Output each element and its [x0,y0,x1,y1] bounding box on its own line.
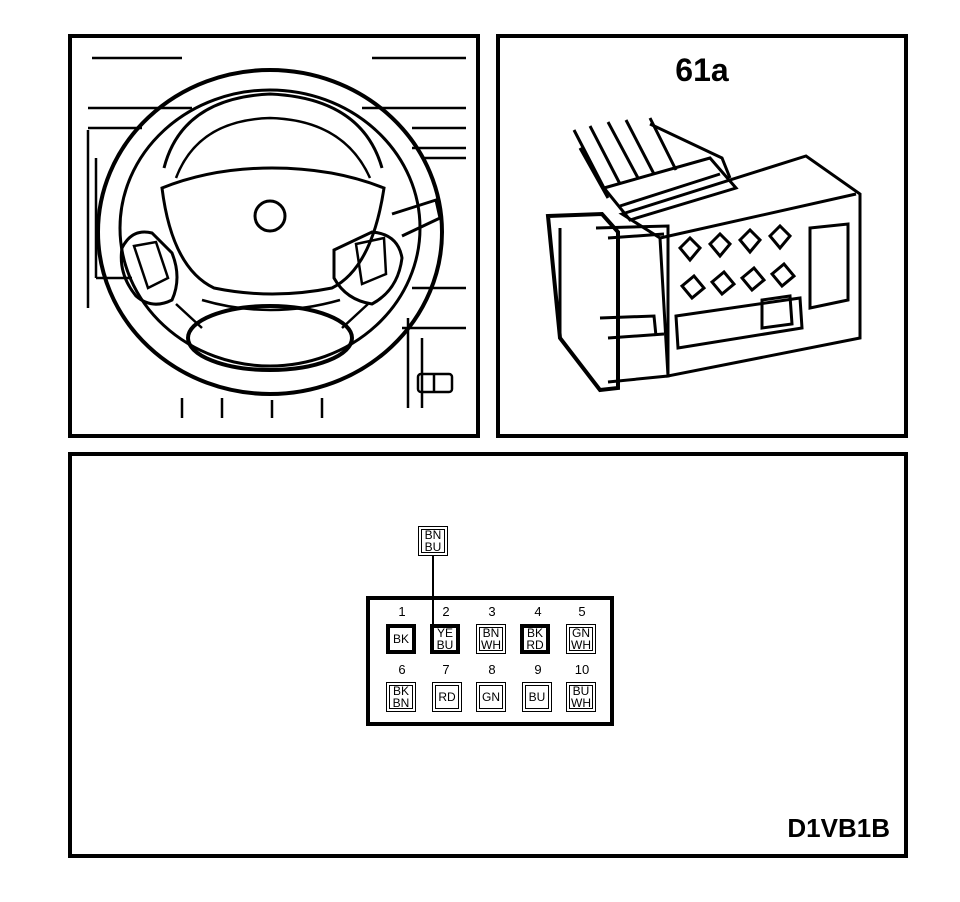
pin-number: 9 [534,662,542,677]
pin-number: 2 [442,604,450,619]
pin-number: 1 [398,604,406,619]
pin-number: 3 [488,604,496,619]
pin-1: BK [386,624,416,654]
steering-wheel-panel [68,34,480,438]
pin-9: BU [522,682,552,712]
connector-illustration [545,117,862,393]
wire-tag-line1: BN [424,528,442,542]
wire-lead-line [432,556,434,634]
steering-wheel-illustration [86,56,466,418]
diagram-code: D1VB1B [787,813,890,843]
pin-number: 4 [534,604,542,619]
pin-number: 6 [398,662,406,677]
pin-number: 8 [488,662,496,677]
connector-panel: 61a [496,34,908,438]
connector-label: 61a [675,52,729,88]
pin-number: 5 [578,604,586,619]
pin-7: RD [432,682,462,712]
pin-number: 10 [574,662,590,677]
pin-number: 7 [442,662,450,677]
pin-8: GN [476,682,506,712]
wire-tag-line2: BU [424,540,442,554]
wire-color-tag: BN BU [418,526,448,556]
